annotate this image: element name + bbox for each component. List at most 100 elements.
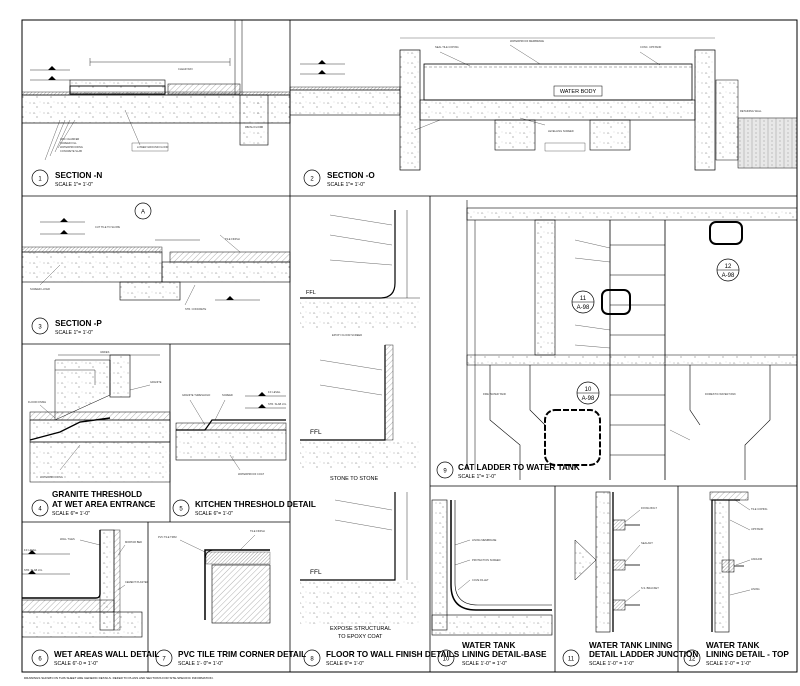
- panel-scale-1: SCALE 1"= 1'-0": [55, 182, 93, 188]
- svg-text:SEALANT: SEALANT: [641, 541, 653, 545]
- panel-scale-8: SCALE 6"= 1'-0": [326, 661, 364, 667]
- panel-title-1: SECTION -N: [55, 171, 102, 180]
- panel-title-12a: WATER TANK: [706, 641, 759, 650]
- title-block-12: 12 WATER TANK LINING DETAIL - TOP SCALE …: [683, 641, 789, 667]
- panel-number-7: 7: [162, 657, 166, 663]
- panel-number-9: 9: [443, 469, 447, 475]
- water-body-label: WATER BODY: [560, 89, 597, 95]
- panel-title-5: KITCHEN THRESHOLD DETAIL: [195, 500, 316, 509]
- fire-tank-label: FIRE WATER TANK: [483, 392, 506, 396]
- callout-11-num: 11: [580, 296, 587, 302]
- ffl-label-b: FFL: [310, 429, 322, 436]
- svg-text:CEMENT PLASTER: CEMENT PLASTER: [125, 580, 149, 584]
- title-block-9: 9 CAT LADDER TO WATER TANK SCALE 1"= 1'-…: [436, 461, 580, 480]
- panel-scale-4: SCALE 6"= 1'-0": [52, 511, 90, 517]
- svg-text:LEVELLING SCREED: LEVELLING SCREED: [548, 129, 574, 133]
- svg-text:CONC. UPSTAND: CONC. UPSTAND: [640, 45, 661, 49]
- panel-title-6: WET AREAS WALL DETAIL: [54, 650, 159, 659]
- svg-text:PVC TILE TRIM: PVC TILE TRIM: [158, 535, 177, 539]
- svg-text:WATERPROOFING: WATERPROOFING: [60, 145, 83, 149]
- svg-text:FIXING BOLT: FIXING BOLT: [641, 506, 657, 510]
- title-block-8: 8 FLOOR TO WALL FINISH DETAILS SCALE 6"=…: [303, 649, 460, 667]
- str-slab-label-6: STR. SLAB LVL: [24, 568, 43, 572]
- varies-label: VARIES: [100, 350, 110, 354]
- svg-text:WATERPROOF COAT: WATERPROOF COAT: [238, 472, 264, 476]
- panel-number-2: 2: [310, 177, 314, 183]
- svg-text:GRANITE THRESHOLD: GRANITE THRESHOLD: [182, 393, 210, 397]
- panel-number-1: 1: [38, 177, 42, 183]
- panel-number-3: 3: [38, 325, 42, 331]
- ffl-label-a: FFL: [306, 290, 316, 296]
- title-block-11: 11 WATER TANK LINING DETAIL LADDER JUNCT…: [562, 641, 698, 667]
- svg-text:WATERPROOFING: WATERPROOFING: [40, 475, 63, 479]
- svg-text:SCREED FILL: SCREED FILL: [60, 141, 77, 145]
- svg-text:FLOOR FINISH: FLOOR FINISH: [28, 400, 46, 404]
- panel-scale-2: SCALE 1"= 1'-0": [327, 182, 365, 188]
- svg-text:WATERPROOF MEMBRANE: WATERPROOF MEMBRANE: [510, 39, 544, 43]
- title-block-10: 10 WATER TANK LINING DETAIL-BASE SCALE 1…: [437, 641, 547, 667]
- panel-scale-3: SCALE 1"= 1'-0": [55, 330, 93, 336]
- panel-scale-7: SCALE 1'- 0"= 1'-0": [178, 661, 223, 667]
- panel-title-10b: LINING DETAIL-BASE: [462, 650, 547, 659]
- panel-scale-5: SCALE 6"= 1'-0": [195, 511, 233, 517]
- svg-text:TILE COPING: TILE COPING: [751, 507, 767, 511]
- panel-title-12b: LINING DETAIL - TOP: [706, 650, 789, 659]
- panel-title-2: SECTION -O: [327, 171, 375, 180]
- tank-lining-top-drawing: TILE COPING UPSTAND ANCHOR LINING: [709, 491, 767, 633]
- svg-text:SCREED: SCREED: [222, 393, 233, 397]
- cat-ladder-drawing: 12 A-98 11 A-98 10 A-98 FIRE WATER TANK …: [466, 200, 798, 480]
- title-block-2: 2 SECTION -O SCALE 1"= 1'-0": [303, 169, 375, 188]
- svg-text:STR. CONCRETE: STR. CONCRETE: [185, 307, 206, 311]
- panel-title-7: PVC TILE TRIM CORNER DETAIL: [178, 650, 306, 659]
- tank-lining-ladder-drawing: FIXING BOLT SEALANT S.S. BRACKET: [574, 491, 659, 633]
- granite-threshold-drawing: VARIES FLOOR FINISH GRANITE WATERPROOFIN…: [28, 350, 171, 483]
- panel-number-6: 6: [38, 657, 42, 663]
- svg-text:UPSTAND: UPSTAND: [751, 527, 763, 531]
- panel-title-10a: WATER TANK: [462, 641, 515, 650]
- svg-text:SEAL TILE COPING: SEAL TILE COPING: [435, 45, 459, 49]
- svg-text:COVE FILLET: COVE FILLET: [472, 578, 489, 582]
- svg-text:CLEAR WAY: CLEAR WAY: [178, 67, 193, 71]
- svg-text:RETAINING WALL: RETAINING WALL: [740, 109, 762, 113]
- expose-structural-1: EXPOSE STRUCTURAL: [330, 626, 391, 632]
- ffl-label-c: FFL: [310, 569, 322, 576]
- svg-text:LINING: LINING: [751, 587, 760, 591]
- stone-to-stone-label: STONE TO STONE: [330, 476, 379, 482]
- callout-10-ref: A-98: [582, 396, 595, 402]
- svg-text:PROTECTION SCREED: PROTECTION SCREED: [472, 558, 501, 562]
- svg-text:GRANITE: GRANITE: [150, 380, 162, 384]
- svg-text:CONCRETE SLAB: CONCRETE SLAB: [60, 149, 82, 153]
- panel-title-11b: DETAIL LADDER JUNCTION: [589, 650, 698, 659]
- ffl-level-label-5: F.F LEVEL: [268, 390, 281, 394]
- svg-text:WALL TILES: WALL TILES: [60, 537, 75, 541]
- panel-scale-6: SCALE 6"-0 = 1'-0": [54, 661, 98, 667]
- epoxy-label: EPOXY FLOOR SCREED: [332, 333, 362, 337]
- panel-number-10: 10: [443, 657, 450, 663]
- panel-title-11a: WATER TANK LINING: [589, 641, 672, 650]
- panel-number-12: 12: [689, 657, 696, 663]
- panel-title-4b: AT WET AREA ENTRANCE: [52, 500, 156, 509]
- section-o-drawing: WATER BODY SEAL TILE COPING WATERPROOF M…: [289, 37, 798, 171]
- domestic-tank-label: DOMESTIC WATER TANK: [705, 392, 736, 396]
- panel-scale-9: SCALE 1"= 1'-0": [458, 474, 496, 480]
- panel-scale-10: SCALE 1'-0" = 1'-0": [462, 661, 507, 667]
- callouts-section-o: [414, 44, 661, 131]
- callouts-section-n: GRC CHAMFER SCREED FILL WATERPROOFING CO…: [60, 67, 263, 153]
- svg-text:GRC CHAMFER: GRC CHAMFER: [60, 137, 79, 141]
- callout-12-num: 12: [725, 264, 732, 270]
- svg-text:CUT TILE TO SLOPE: CUT TILE TO SLOPE: [95, 225, 120, 229]
- title-block-5: 5 KITCHEN THRESHOLD DETAIL SCALE 6"= 1'-…: [172, 499, 316, 517]
- panel-title-4a: GRANITE THRESHOLD: [52, 490, 142, 499]
- svg-text:TILE FINISH: TILE FINISH: [225, 237, 240, 241]
- svg-text:ANCHOR: ANCHOR: [751, 557, 762, 561]
- section-p-drawing: A CUT TILE TO SLOPE SCREED LAYER STR. CO…: [21, 202, 291, 311]
- ffl-level-label-6: F.F LEVEL: [24, 548, 37, 552]
- panel-scale-12: SCALE 1'-0" = 1'-0": [706, 661, 751, 667]
- wet-areas-wall-drawing: F.F LEVEL STR. SLAB LVL WALL TILES MORTA…: [21, 529, 149, 638]
- svg-text:SCREED LAYER: SCREED LAYER: [30, 287, 50, 291]
- expose-structural-2: TO EPOXY COAT: [338, 634, 383, 640]
- panel-number-11: 11: [568, 657, 575, 663]
- sheet-frame: [21, 19, 798, 673]
- floor-label: LOWER GROUND FLOOR: [137, 145, 169, 149]
